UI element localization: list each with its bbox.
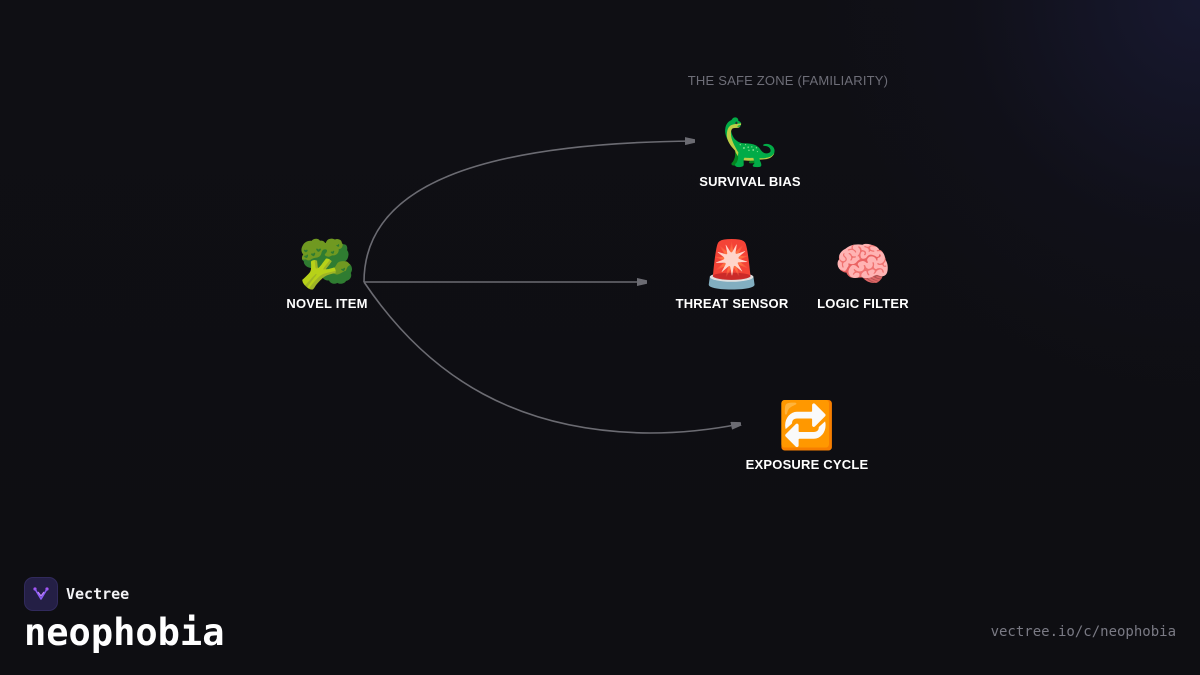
- node-exposure-cycle: 🔁 EXPOSURE CYCLE: [746, 397, 869, 472]
- node-logic-filter: 🧠 LOGIC FILTER: [817, 236, 909, 311]
- repeat-arrows-icon: 🔁: [778, 398, 836, 452]
- police-siren-icon: 🚨: [703, 237, 761, 291]
- node-novel-item: 🥦 NOVEL ITEM: [286, 236, 367, 311]
- node-label: LOGIC FILTER: [817, 296, 909, 311]
- safe-zone-label: THE SAFE ZONE (FAMILIARITY): [687, 73, 889, 88]
- node-label: EXPOSURE CYCLE: [745, 457, 869, 472]
- sauropod-dinosaur-icon: 🦕: [721, 115, 779, 169]
- edge-novel-to-exposure: [363, 281, 740, 434]
- broccoli-icon: 🥦: [298, 237, 356, 291]
- node-label: THREAT SENSOR: [675, 296, 789, 311]
- node-threat-sensor: 🚨 THREAT SENSOR: [676, 236, 789, 311]
- topic-title: neophobia: [24, 611, 225, 654]
- vectree-logo-icon: [24, 577, 58, 611]
- node-label: NOVEL ITEM: [286, 296, 368, 311]
- node-survival-bias: 🦕 SURVIVAL BIAS: [699, 114, 801, 189]
- brain-icon: 🧠: [834, 237, 892, 291]
- node-label: SURVIVAL BIAS: [699, 174, 801, 189]
- edge-novel-to-survival: [363, 141, 694, 283]
- page-url-link[interactable]: vectree.io/c/neophobia: [990, 624, 1176, 640]
- brand[interactable]: Vectree: [24, 577, 129, 611]
- brand-name: Vectree: [66, 585, 130, 603]
